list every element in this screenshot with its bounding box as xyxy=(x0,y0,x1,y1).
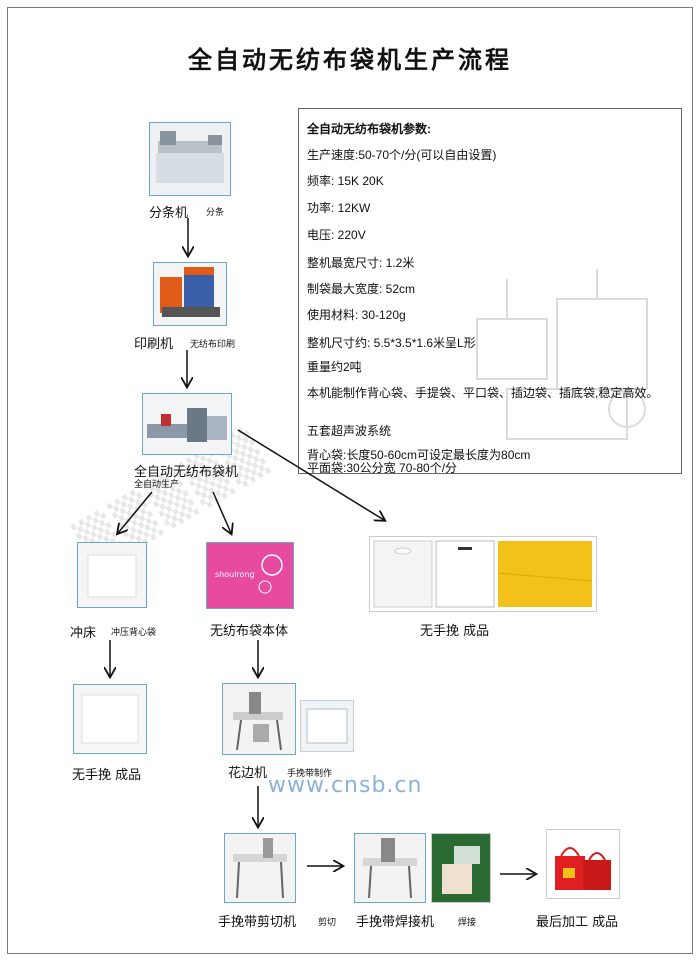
param-line: 背心袋:长度50-60cm可设定最长度为80cm xyxy=(307,448,531,462)
final-product-image xyxy=(546,829,620,899)
param-line: 整机尺寸约: 5.5*3.5*1.6米呈L形 xyxy=(307,336,476,350)
slitter-label: 分条机 xyxy=(149,206,189,221)
param-line: 使用材料: 30-120g xyxy=(307,308,406,322)
punch-product-image xyxy=(77,542,147,608)
printer-label: 印刷机 xyxy=(134,337,174,352)
param-line: 平面袋:30公分宽 70-80个/分 xyxy=(307,461,458,474)
param-line: 整机最宽尺寸: 1.2米 xyxy=(307,256,415,270)
edge-machine-label: 花边机 xyxy=(228,766,268,781)
param-line: 本机能制作背心袋、手提袋、平口袋、插边袋、插底袋,稳定高效。 xyxy=(307,386,659,400)
finished-top-label: 无手挽 成品 xyxy=(420,624,490,639)
bag-machine-label: 全自动无纺布袋机 xyxy=(134,465,239,480)
site-watermark: www.cnsb.cn xyxy=(268,773,423,798)
edge-machine-image xyxy=(222,683,296,755)
arrow-bagmachine-finished xyxy=(237,429,384,520)
bag-body-image: shoulrong xyxy=(206,542,294,609)
param-line: 生产速度:50-70个/分(可以自由设置) xyxy=(307,148,497,162)
printer-sub: 无纺布印刷 xyxy=(190,340,236,350)
param-line: 制袋最大宽度: 52cm xyxy=(307,282,416,296)
printer-image xyxy=(153,262,227,326)
finished-products-image xyxy=(369,536,597,612)
final-label: 最后加工 成品 xyxy=(536,915,619,930)
slitter-sub: 分条 xyxy=(206,208,225,218)
edge-machine-sub: 手挽带制作 xyxy=(287,769,333,779)
edge-product-image xyxy=(300,700,354,752)
param-line: 频率: 15K 20K xyxy=(307,174,384,188)
handle-welder-label: 手挽带焊接机 xyxy=(356,915,435,930)
bag-print-text: shoulrong xyxy=(215,570,255,579)
welded-bag-image xyxy=(431,833,491,903)
bag-machine-image xyxy=(142,393,232,455)
handle-cutter-image xyxy=(224,833,296,903)
parameter-panel: 全自动无纺布袋机参数: 生产速度:50-70个/分(可以自由设置) 频率: 15… xyxy=(298,108,682,474)
punch-sub: 冲压背心袋 xyxy=(111,628,157,638)
handle-welder-image xyxy=(354,833,426,903)
punch-label: 冲床 xyxy=(70,626,97,641)
arrow-bagmachine-punch xyxy=(118,491,153,533)
page-frame xyxy=(7,7,693,954)
param-line: 功率: 12KW xyxy=(307,201,371,215)
slitter-image xyxy=(149,122,231,196)
param-line: 五套超声波系统 xyxy=(307,424,392,438)
page-title: 全自动无纺布袋机生产流程 xyxy=(188,46,512,74)
handle-cutter-sub: 剪切 xyxy=(318,918,337,928)
bag-body-label: 无纺布袋本体 xyxy=(210,624,289,639)
bag-machine-sub: 全自动生产 xyxy=(134,480,180,490)
handle-cutter-label: 手挽带剪切机 xyxy=(218,915,297,930)
finished-left-image xyxy=(73,684,147,754)
arrow-bagmachine-bagbody xyxy=(212,491,231,533)
param-line: 电压: 220V xyxy=(307,228,366,242)
finished-left-label: 无手挽 成品 xyxy=(72,768,142,783)
machine-sketch xyxy=(476,269,648,440)
param-line: 重量约2吨 xyxy=(307,360,362,374)
handle-welder-sub: 焊接 xyxy=(458,918,477,928)
params-heading: 全自动无纺布袋机参数: xyxy=(307,122,431,136)
